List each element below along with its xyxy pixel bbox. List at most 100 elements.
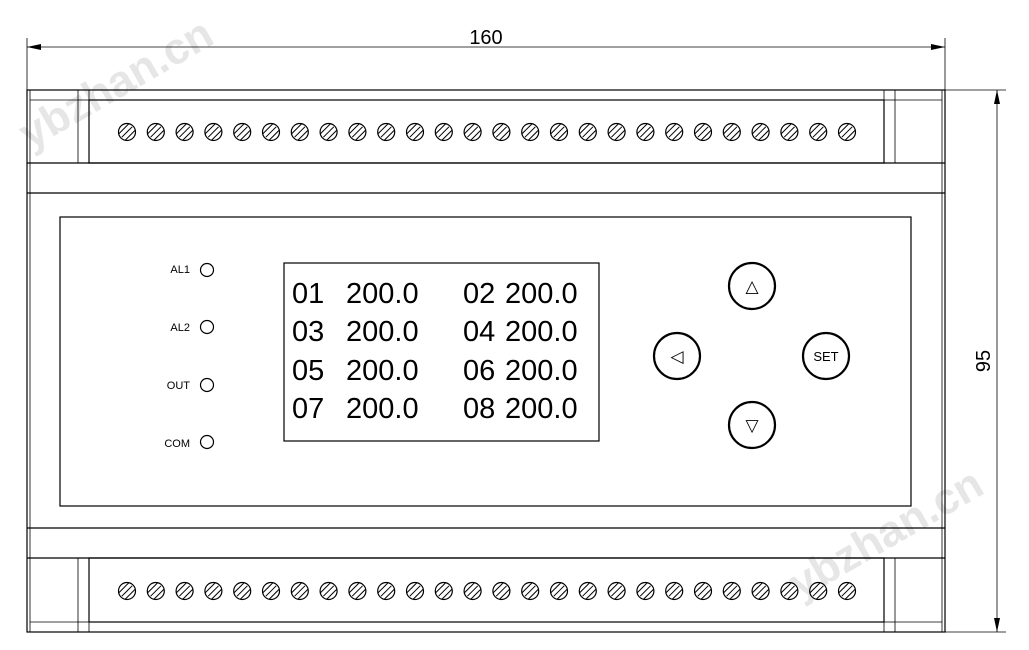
indicator-label: AL2 [170,322,190,334]
channel-number: 01 [292,278,324,310]
indicator-com: COM [164,434,215,450]
terminal-screw-icon [377,122,396,142]
terminal-screw-icon [463,581,482,601]
terminal-screw-icon [377,581,396,601]
terminal-screw-icon [290,122,309,142]
set-button-label: SET [813,349,838,364]
terminal-screw-icon [693,122,713,142]
left-button[interactable]: ◁ [652,331,702,381]
channel-number: 05 [292,355,324,387]
led-icon [199,434,215,450]
channel-value: 200.0 [346,393,419,425]
terminal-screw-icon [463,122,482,142]
indicator-label: COM [164,438,190,450]
indicator-label: AL1 [170,264,190,276]
terminal-screw-icon [175,122,194,142]
indicator-al1: AL1 [170,262,215,278]
channel-value: 200.0 [505,278,578,310]
terminal-screw-icon [521,581,540,601]
width-value: 160 [469,27,502,49]
terminal-screw-icon [665,581,684,601]
channel-number: 03 [292,316,324,348]
terminal-screw-icon [492,122,511,142]
terminal-screw-icon [146,122,165,142]
terminal-screw-icon [607,122,626,142]
housing [26,89,946,633]
terminal-screw-icon [348,581,367,601]
height-value: 95 [973,350,995,372]
left-arrow-icon: ◁ [670,347,684,367]
lcd-display: 01 200.0 02 200.0 03 200.0 04 200.0 05 2… [283,262,600,442]
led-icon [199,377,215,393]
channel-number: 06 [463,355,495,387]
terminal-screw-icon [636,581,655,601]
terminal-screw-icon [319,122,338,142]
terminal-screw-icon [434,122,453,142]
channel-value: 200.0 [505,316,578,348]
channel-number: 08 [463,393,495,425]
terminal-screw-icon [693,581,713,601]
terminal-screw-icon [117,581,137,601]
terminal-screw-icon [809,581,828,601]
terminal-screw-icon [521,122,540,142]
indicator-label: OUT [167,380,191,392]
terminal-screw-icon [722,122,741,142]
terminal-screw-icon [809,122,828,142]
channel-value: 200.0 [505,355,578,387]
keypad: △ ◁ SET ▽ [652,261,851,450]
terminal-screw-icon [837,581,857,601]
led-icon [199,262,215,278]
terminal-screw-icon [549,122,569,142]
down-button[interactable]: ▽ [727,400,777,450]
channel-value: 200.0 [346,278,419,310]
channel-value: 200.0 [346,316,419,348]
up-button[interactable]: △ [727,261,777,311]
terminal-screw-icon [549,581,569,601]
terminal-screw-icon [175,581,194,601]
terminal-screw-icon [348,122,367,142]
width-dimension: 160 [26,27,946,90]
terminal-screw-icon [204,581,223,601]
terminal-screw-icon [780,122,799,142]
terminal-screw-icon [636,122,655,142]
terminal-screw-icon [319,581,338,601]
channel-number: 07 [292,393,324,425]
terminal-screw-icon [722,581,741,601]
terminal-screw-icon [751,581,770,601]
down-arrow-icon: ▽ [745,416,759,436]
terminal-screw-icon [290,581,309,601]
set-button[interactable]: SET [801,331,851,381]
terminal-screw-icon [434,581,453,601]
terminal-screw-icon [233,581,252,601]
lcd-row: 01 200.0 02 200.0 [292,278,578,310]
led-icon [199,319,215,335]
lcd-row: 05 200.0 06 200.0 [292,355,578,387]
terminal-screw-icon [204,122,223,142]
indicator-al2: AL2 [170,319,215,335]
terminal-screw-icon [117,122,137,142]
terminal-screw-icon [233,122,252,142]
terminal-screw-icon [665,122,684,142]
terminal-screw-icon [780,581,799,601]
channel-number: 02 [463,278,495,310]
channel-value: 200.0 [505,393,578,425]
terminal-screw-icon [607,581,626,601]
channel-value: 200.0 [346,355,419,387]
height-dimension: 95 [945,89,1006,633]
terminal-screw-icon [751,122,770,142]
terminal-row-bottom [117,581,857,601]
indicator-out: OUT [167,377,215,393]
terminal-screw-icon [578,581,597,601]
terminal-screw-icon [837,122,857,142]
terminal-screw-icon [405,122,425,142]
terminal-screw-icon [261,581,281,601]
indicator-group: AL1 AL2 OUT COM [164,262,215,450]
channel-number: 04 [463,316,495,348]
terminal-screw-icon [492,581,511,601]
terminal-screw-icon [578,122,597,142]
terminal-screw-icon [405,581,425,601]
terminal-screw-icon [261,122,281,142]
terminal-screw-icon [146,581,165,601]
up-arrow-icon: △ [745,277,759,297]
